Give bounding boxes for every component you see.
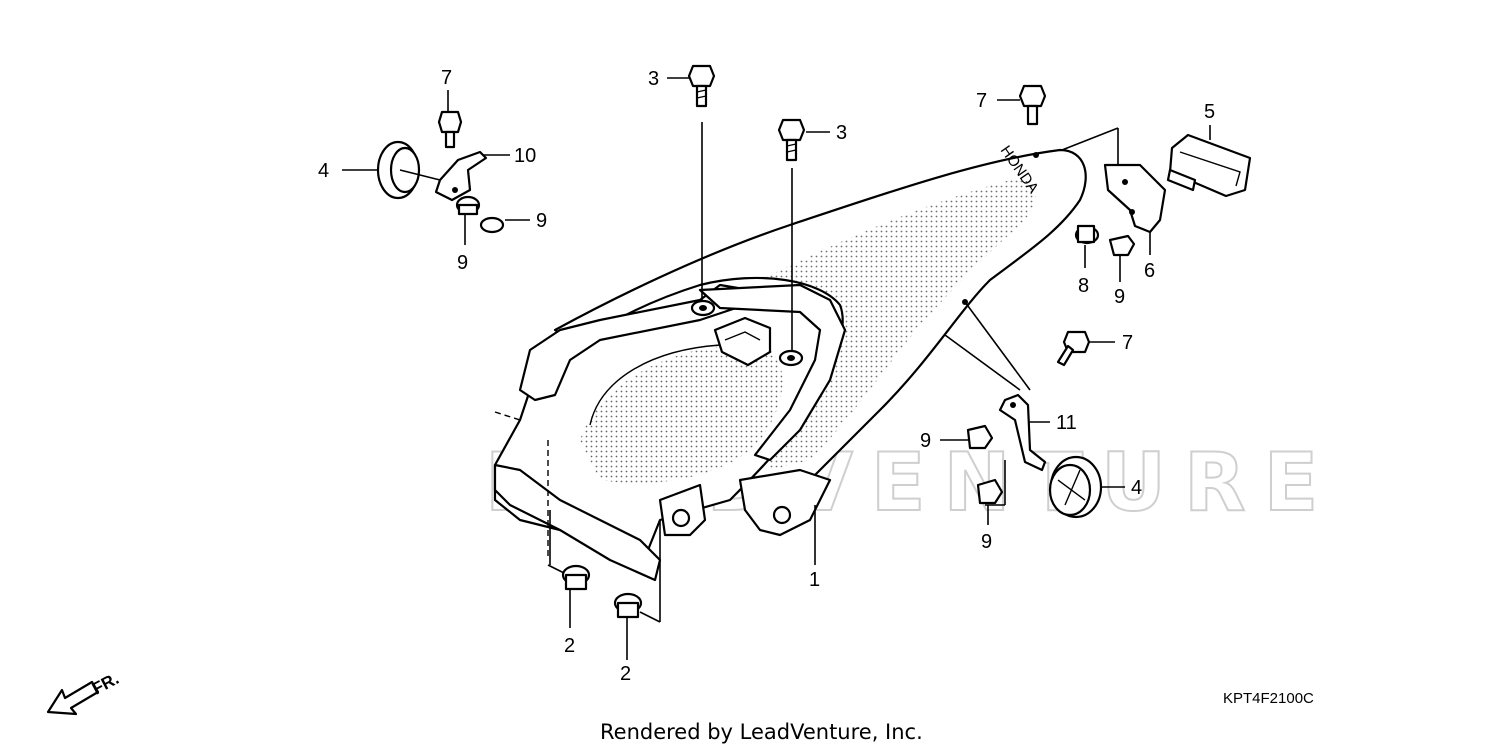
- callout-5: 5: [1204, 101, 1215, 123]
- bolt-7-left: [437, 110, 463, 149]
- reflector-4-right: [1048, 455, 1103, 519]
- callout-4-left: 4: [318, 160, 329, 182]
- callout-7-left: 7: [441, 67, 452, 89]
- front-direction-indicator: FR.: [46, 669, 122, 716]
- tail-light-5: [1166, 133, 1252, 198]
- callout-9-left-side: 9: [536, 210, 547, 232]
- nut-8: [1074, 224, 1100, 245]
- collar-2-right: [613, 592, 643, 619]
- callout-9-low: 9: [981, 531, 992, 553]
- nut-9-mid: [966, 424, 994, 450]
- bolt-3-upper: [687, 64, 716, 108]
- bolt-7-top: [1018, 84, 1047, 126]
- credit-line: Rendered by LeadVenture, Inc.: [600, 720, 923, 744]
- leader-lines: [342, 77, 1211, 660]
- callout-7-right: 7: [1122, 332, 1133, 354]
- drawing-code: KPT4F2100C: [1223, 690, 1314, 707]
- callout-6: 6: [1144, 260, 1155, 282]
- bracket-6: [1103, 163, 1167, 234]
- front-arrow-icon: [46, 680, 100, 716]
- callout-2-left: 2: [564, 635, 575, 657]
- collar-2-left: [561, 564, 591, 591]
- callout-11: 11: [1056, 412, 1077, 434]
- bracket-10: [434, 150, 488, 202]
- callout-2-right: 2: [620, 663, 631, 685]
- callout-9-mid: 9: [920, 430, 931, 452]
- bracket-11: [998, 393, 1047, 472]
- nut-9-low: [976, 478, 1004, 505]
- bolt-7-right: [1056, 330, 1091, 367]
- nut-9-left-b: [479, 216, 505, 234]
- rear-fender: [493, 148, 1087, 582]
- reflector-4-left: [376, 140, 441, 200]
- callout-1: 1: [809, 569, 820, 591]
- callout-7-top: 7: [976, 90, 987, 112]
- callouts: 1 2 2 3 3 4 4 5 6 7 7 7 8 9 9 9 9 9 10 1…: [318, 67, 1215, 685]
- callout-9-left-below: 9: [457, 252, 468, 274]
- callout-10: 10: [514, 145, 536, 167]
- callout-8: 8: [1078, 275, 1089, 297]
- bolt-3-lower: [777, 118, 806, 162]
- callout-9-right: 9: [1114, 286, 1125, 308]
- callout-4-right: 4: [1131, 477, 1142, 499]
- nut-9-right: [1108, 234, 1136, 257]
- callout-3-lower: 3: [836, 122, 847, 144]
- nut-9-left-a: [455, 195, 481, 216]
- callout-3-upper: 3: [648, 68, 659, 90]
